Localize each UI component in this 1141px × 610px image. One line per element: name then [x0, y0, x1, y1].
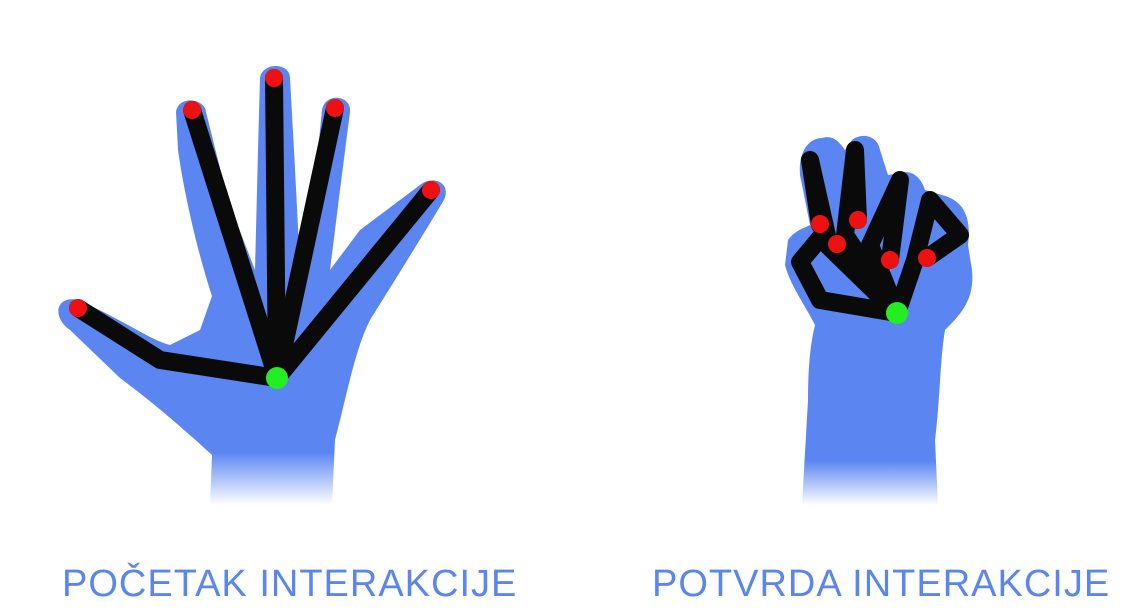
fist-hand-panel: POTVRDA INTERAKCIJE: [570, 0, 1141, 610]
ring-tip-landmark: [326, 99, 344, 117]
pinky-tip-landmark: [918, 249, 936, 267]
open-palm-hand-icon: [0, 0, 570, 560]
pinky-tip-landmark: [422, 181, 440, 199]
open-hand-panel: POČETAK INTERAKCIJE: [0, 0, 570, 610]
ring-tip-landmark: [881, 251, 899, 269]
middle-tip-landmark: [265, 69, 283, 87]
middle-tip-landmark: [849, 211, 867, 229]
closed-fist-hand-icon: [570, 0, 1141, 560]
caption-confirm-interaction: POTVRDA INTERAKCIJE: [652, 562, 1110, 606]
index-tip-landmark: [183, 101, 201, 119]
wrist-landmark: [266, 367, 288, 389]
wrist-landmark: [886, 302, 908, 324]
thumb-tip-landmark: [811, 215, 829, 233]
caption-start-interaction: POČETAK INTERAKCIJE: [62, 562, 517, 606]
index-tip-landmark: [828, 235, 846, 253]
thumb-tip-landmark: [69, 299, 87, 317]
